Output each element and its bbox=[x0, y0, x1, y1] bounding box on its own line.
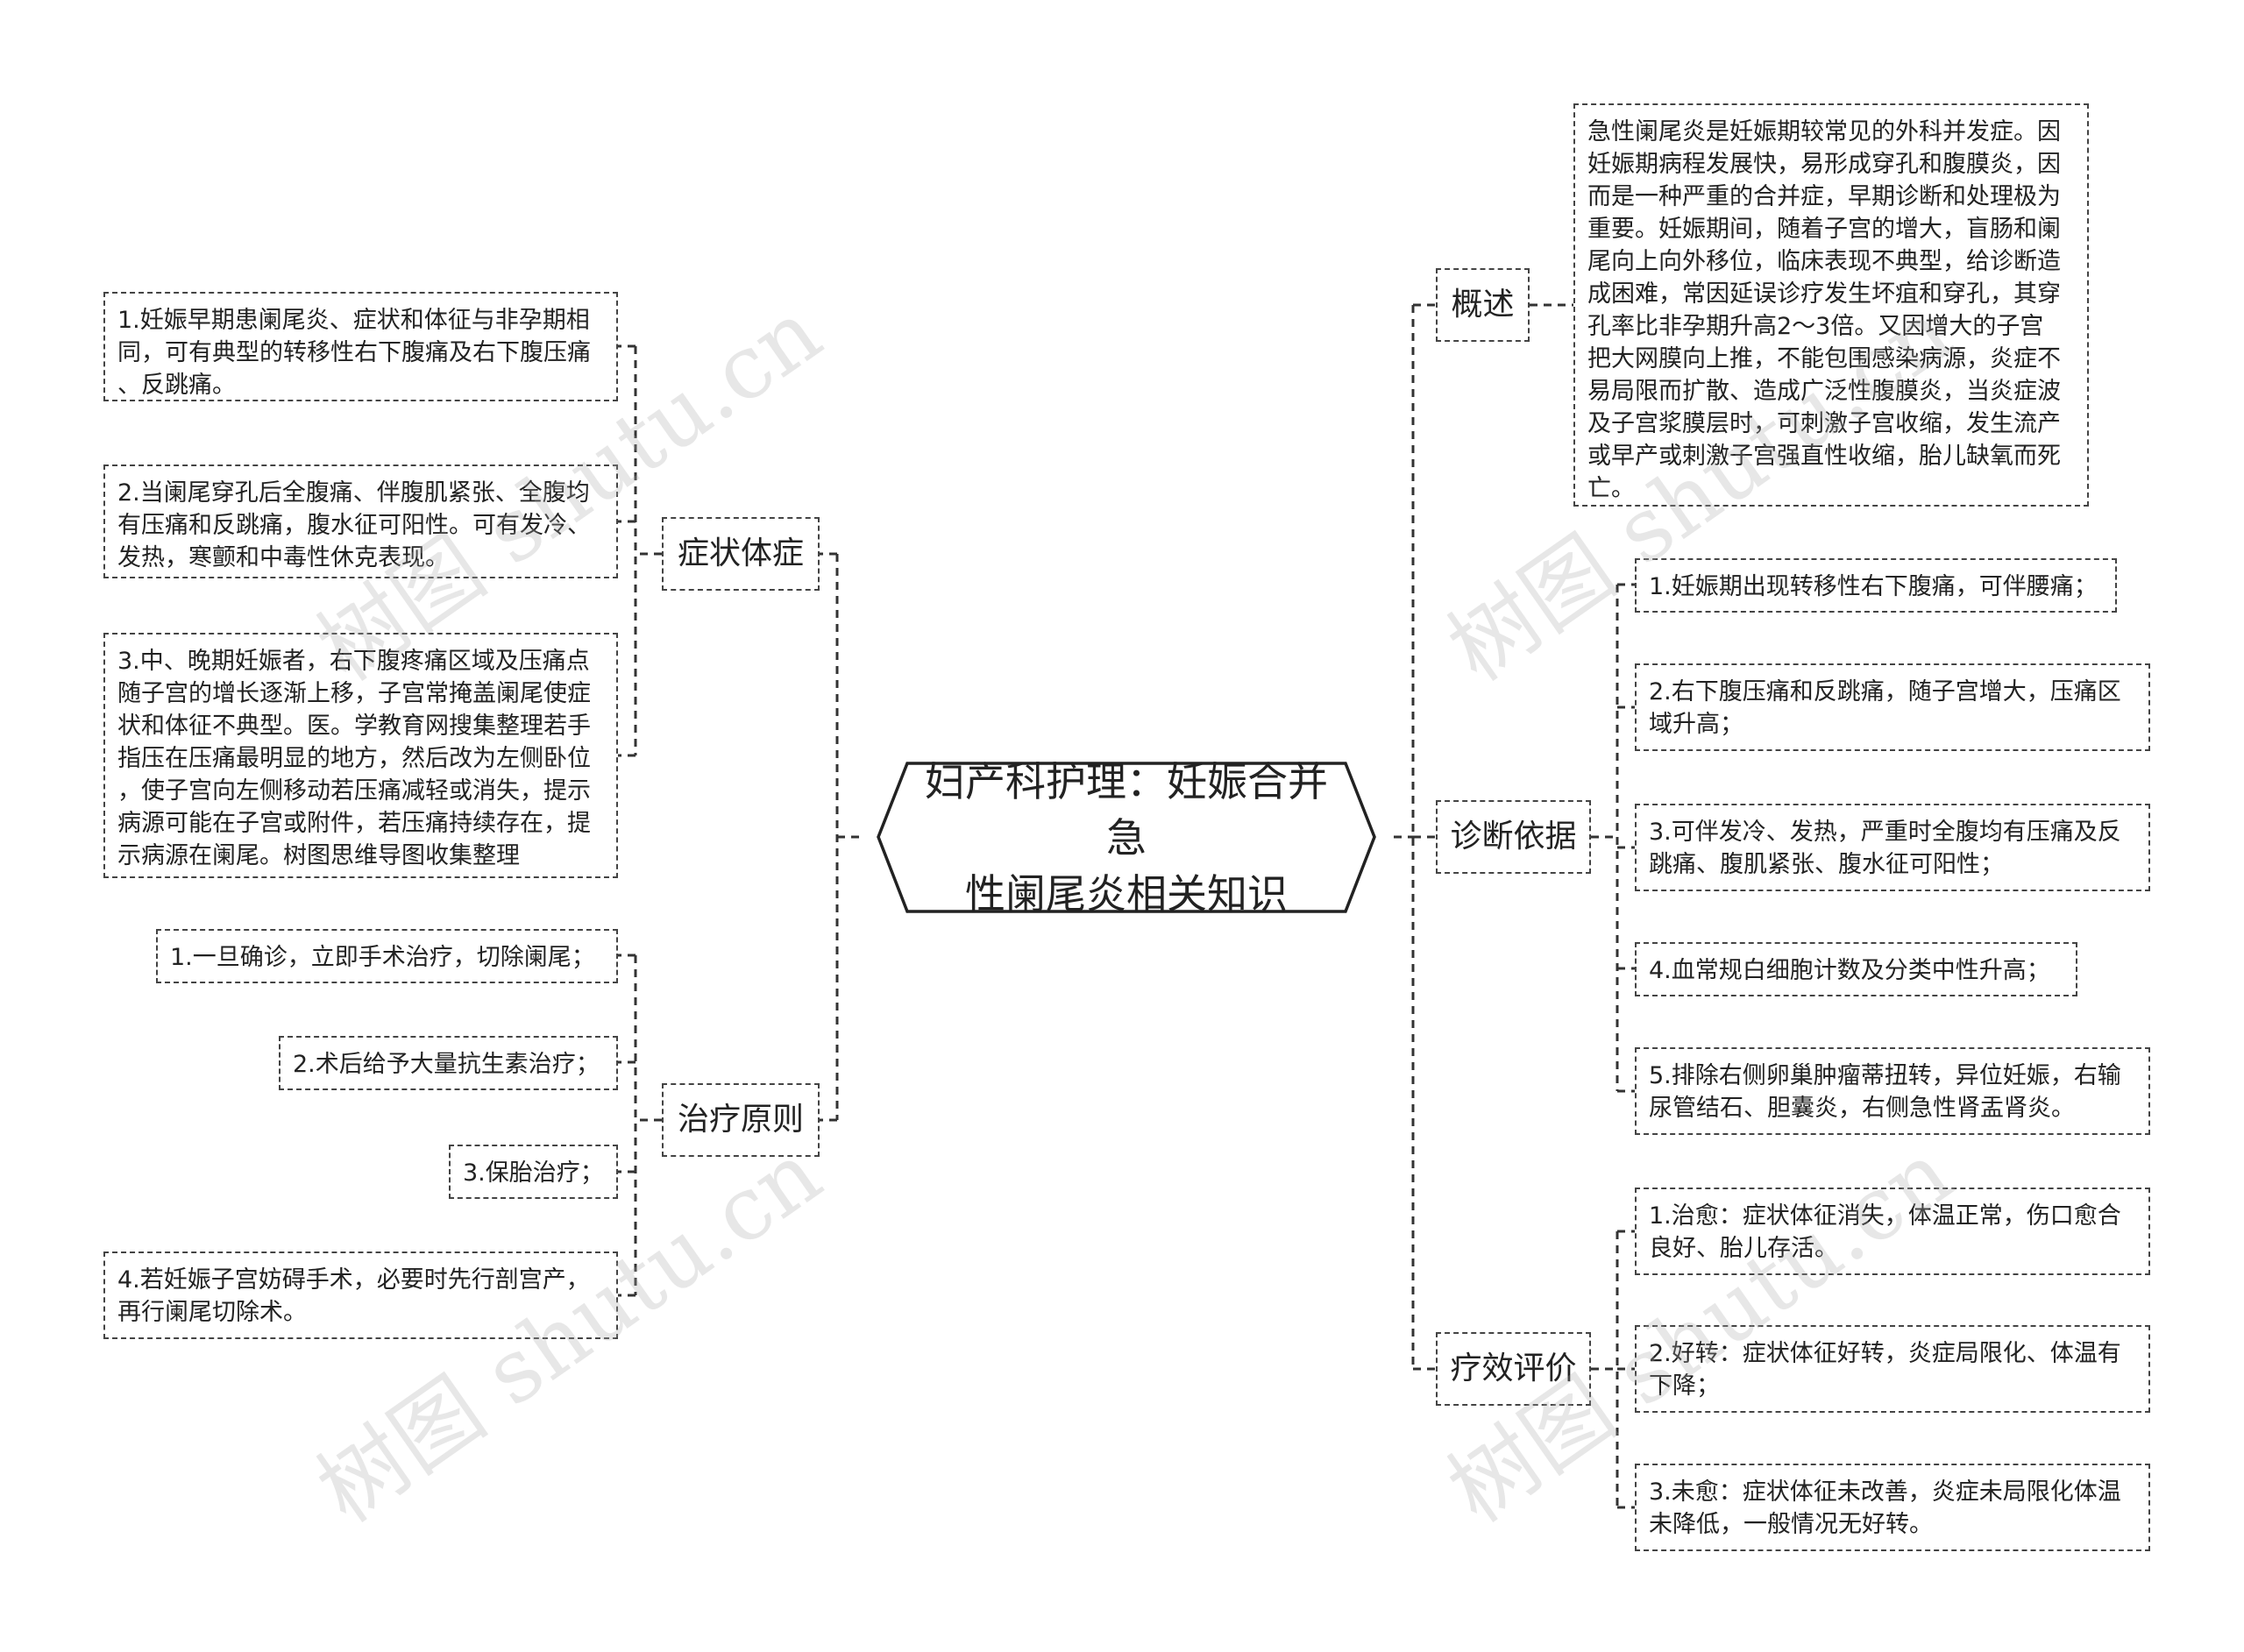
leaf-evaluation-3[interactable]: 3.未愈：症状体征未改善，炎症未局限化体温 未降低，一般情况无好转。 bbox=[1635, 1464, 2150, 1551]
leaf-evaluation-2[interactable]: 2.好转：症状体征好转，炎症局限化、体温有 下降； bbox=[1635, 1325, 2150, 1413]
leaf-symptoms-2[interactable]: 2.当阑尾穿孔后全腹痛、伴腹肌紧张、全腹均 有压痛和反跳痛，腹水征可阳性。可有发… bbox=[103, 464, 618, 578]
leaf-symptoms-1[interactable]: 1.妊娠早期患阑尾炎、症状和体征与非孕期相 同，可有典型的转移性右下腹痛及右下腹… bbox=[103, 292, 618, 401]
leaf-treatment-4[interactable]: 4.若妊娠子宫妨碍手术，必要时先行剖宫产， 再行阑尾切除术。 bbox=[103, 1251, 618, 1339]
leaf-evaluation-1[interactable]: 1.治愈：症状体征消失，体温正常，伤口愈合 良好、胎儿存活。 bbox=[1635, 1188, 2150, 1275]
central-topic[interactable]: 妇产科护理：妊娠合并急 性阑尾炎相关知识 bbox=[859, 758, 1394, 918]
leaf-treatment-2[interactable]: 2.术后给予大量抗生素治疗； bbox=[279, 1036, 618, 1090]
leaf-symptoms-3[interactable]: 3.中、晚期妊娠者，右下腹疼痛区域及压痛点 随子宫的增长逐渐上移，子宫常掩盖阑尾… bbox=[103, 633, 618, 878]
branch-treatment[interactable]: 治疗原则 bbox=[662, 1083, 820, 1157]
branch-overview[interactable]: 概述 bbox=[1436, 268, 1530, 342]
branch-symptoms[interactable]: 症状体症 bbox=[662, 517, 820, 591]
leaf-treatment-1[interactable]: 1.一旦确诊，立即手术治疗，切除阑尾； bbox=[156, 929, 618, 983]
leaf-diagnosis-5[interactable]: 5.排除右侧卵巢肿瘤蒂扭转，异位妊娠，右输 尿管结石、胆囊炎，右侧急性肾盂肾炎。 bbox=[1635, 1047, 2150, 1135]
leaf-diagnosis-1[interactable]: 1.妊娠期出现转移性右下腹痛，可伴腰痛； bbox=[1635, 558, 2117, 613]
central-topic-title: 妇产科护理：妊娠合并急 性阑尾炎相关知识 bbox=[925, 757, 1328, 918]
leaf-treatment-3[interactable]: 3.保胎治疗； bbox=[449, 1145, 618, 1199]
leaf-overview-1[interactable]: 急性阑尾炎是妊娠期较常见的外科并发症。因 妊娠期病程发展快，易形成穿孔和腹膜炎，… bbox=[1573, 103, 2089, 507]
branch-evaluation[interactable]: 疗效评价 bbox=[1436, 1332, 1591, 1406]
hexagon-shape bbox=[877, 762, 1376, 913]
branch-diagnosis[interactable]: 诊断依据 bbox=[1436, 800, 1591, 874]
leaf-diagnosis-3[interactable]: 3.可伴发冷、发热，严重时全腹均有压痛及反 跳痛、腹肌紧张、腹水征可阳性； bbox=[1635, 804, 2150, 891]
leaf-diagnosis-4[interactable]: 4.血常规白细胞计数及分类中性升高； bbox=[1635, 942, 2077, 996]
leaf-diagnosis-2[interactable]: 2.右下腹压痛和反跳痛，随子宫增大，压痛区 域升高； bbox=[1635, 663, 2150, 751]
